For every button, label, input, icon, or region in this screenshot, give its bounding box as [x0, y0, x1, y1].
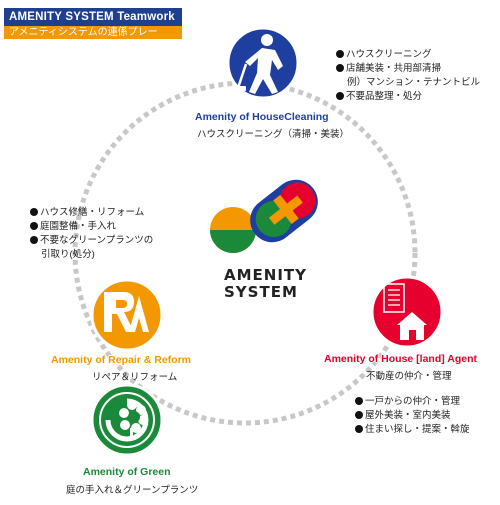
bullet-dot-icon — [355, 397, 363, 405]
brand-line-2: SYSTEM — [224, 283, 298, 301]
list-item: 不要品整理・処分 — [336, 90, 480, 104]
bullet-dot-icon — [336, 50, 344, 58]
green-leaf-icon[interactable] — [90, 383, 164, 457]
brand-wordmark: AMENITY SYSTEM — [224, 267, 324, 301]
header-banner: AMENITY SYSTEM Teamwork アメニティシステムの連係プレー — [4, 8, 182, 39]
bullet-dot-icon — [30, 208, 38, 216]
repair-subtitle: リペア＆リフォーム — [92, 372, 178, 383]
bullet-dot-icon — [355, 425, 363, 433]
repair-reform-icon[interactable] — [90, 278, 164, 352]
repair-title[interactable]: Amenity of Repair & Reform — [51, 354, 192, 366]
header-subtitle: アメニティシステムの連係プレー — [4, 26, 182, 39]
cleaning-bullets: ハウスクリーニング 店舗美装・共用部清掃 例）マンション・テナントビル 不要品整… — [336, 48, 480, 104]
list-item: 例）マンション・テナントビル — [347, 77, 481, 88]
amenity-system-logo — [210, 179, 318, 253]
agent-title[interactable]: Amenity of House [land] Agent — [324, 353, 478, 365]
list-item: 引取り(処分) — [41, 249, 95, 260]
list-item: 不要なグリーンプランツの — [30, 234, 153, 248]
bullet-dot-icon — [30, 222, 38, 230]
list-item: 住まい探し・提案・斡旋 — [355, 423, 470, 437]
bullet-dot-icon — [336, 64, 344, 72]
repair-bullets: ハウス修繕・リフォーム 庭園整備・手入れ 不要なグリーンプランツの 引取り(処分… — [30, 206, 153, 262]
connection-ring — [72, 80, 418, 426]
list-item: 屋外美装・室内美装 — [355, 409, 470, 423]
green-title[interactable]: Amenity of Green — [83, 466, 171, 478]
list-item: ハウスクリーニング — [336, 48, 480, 62]
house-agent-icon[interactable] — [370, 275, 444, 349]
list-item: ハウス修繕・リフォーム — [30, 206, 153, 220]
green-subtitle: 庭の手入れ＆グリーンプランツ — [66, 485, 199, 496]
list-item: 庭園整備・手入れ — [30, 220, 153, 234]
agent-bullets: 一戸からの仲介・管理 屋外美装・室内美装 住まい探し・提案・斡旋 — [355, 395, 470, 437]
cleaning-subtitle: ハウスクリーニング（清掃・美装） — [197, 129, 350, 140]
cleaning-person-icon[interactable] — [226, 25, 300, 100]
brand-line-1: AMENITY — [224, 266, 308, 284]
list-item: 店舗美装・共用部清掃 — [336, 62, 480, 76]
agent-subtitle: 不動産の仲介・管理 — [366, 371, 452, 382]
list-item: 一戸からの仲介・管理 — [355, 395, 470, 409]
bullet-dot-icon — [30, 236, 38, 244]
bullet-dot-icon — [336, 92, 344, 100]
bullet-dot-icon — [355, 411, 363, 419]
header-title: AMENITY SYSTEM Teamwork — [4, 8, 182, 26]
cleaning-title[interactable]: Amenity of HouseCleaning — [195, 111, 329, 123]
